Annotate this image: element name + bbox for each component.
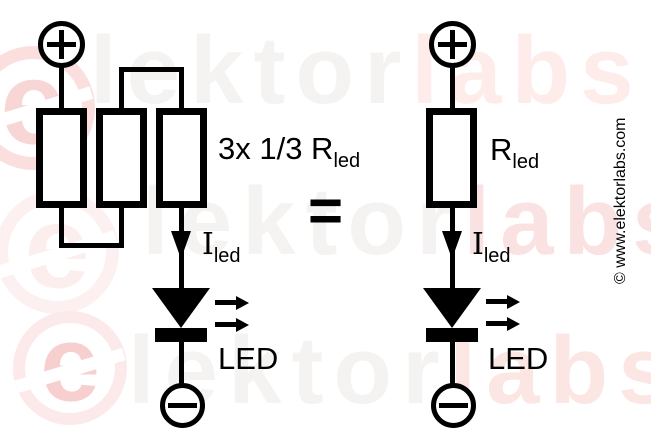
- minus-terminal-icon: [160, 383, 205, 428]
- plus-terminal-icon: [429, 21, 476, 68]
- resistor-rled: [426, 108, 477, 208]
- plus-bar-v: [59, 30, 64, 59]
- resistor-label-sub: led: [333, 150, 361, 172]
- watermark-text-pink: labs: [463, 168, 651, 275]
- wire: [59, 207, 64, 248]
- resistor-2: [96, 108, 147, 208]
- wire: [450, 66, 455, 109]
- light-ray: [215, 300, 236, 305]
- minus-bar: [168, 403, 197, 408]
- plus-terminal-icon: [38, 21, 85, 68]
- light-ray: [486, 299, 507, 304]
- current-label-sub: led: [213, 245, 241, 267]
- light-ray-arrowhead-icon: [236, 296, 249, 310]
- wire: [119, 207, 124, 248]
- current-label-main: I: [202, 227, 214, 262]
- equals-sign: =: [308, 177, 344, 244]
- resistor-3: [156, 108, 207, 208]
- current-label-sub: led: [483, 245, 511, 267]
- resistor-value-label: 3x 1/3 Rled: [218, 133, 360, 171]
- light-ray-arrowhead-icon: [236, 318, 249, 332]
- wire: [179, 342, 184, 384]
- current-label: Iled: [472, 227, 511, 267]
- elektor-logo-watermark: e: [13, 309, 127, 425]
- led-triangle-icon: [423, 288, 481, 328]
- current-label-main: I: [472, 227, 484, 262]
- wire: [119, 67, 184, 72]
- led-cathode-bar: [155, 328, 207, 342]
- led-label: LED: [488, 341, 549, 376]
- minus-bar: [439, 403, 468, 408]
- wire: [450, 342, 455, 384]
- led-triangle-icon: [152, 288, 210, 328]
- watermark-text-pink: labs: [449, 317, 651, 424]
- current-arrow-icon: [171, 231, 191, 259]
- light-ray-arrowhead-icon: [507, 295, 520, 309]
- light-ray-arrowhead-icon: [507, 317, 520, 331]
- plus-bar-v: [450, 30, 455, 59]
- wire: [59, 243, 124, 248]
- light-ray: [215, 322, 236, 327]
- wire: [179, 67, 184, 108]
- resistor-label-sub: led: [512, 151, 540, 173]
- resistor-label-main: R: [490, 132, 513, 167]
- minus-terminal-icon: [431, 383, 476, 428]
- led-cathode-bar: [426, 328, 478, 342]
- resistor-value-label: Rled: [490, 134, 539, 172]
- copyright-text: © www.elektorlabs.com: [612, 117, 629, 284]
- wire: [59, 66, 64, 110]
- led-label: LED: [218, 341, 279, 376]
- wire: [119, 67, 124, 108]
- current-label: Iled: [202, 227, 241, 267]
- current-arrow-icon: [442, 231, 462, 259]
- resistor-1: [36, 108, 87, 208]
- light-ray: [486, 321, 507, 326]
- watermark-row: lektorlabs: [142, 174, 651, 270]
- resistor-label-main: 3x 1/3 R: [218, 131, 334, 166]
